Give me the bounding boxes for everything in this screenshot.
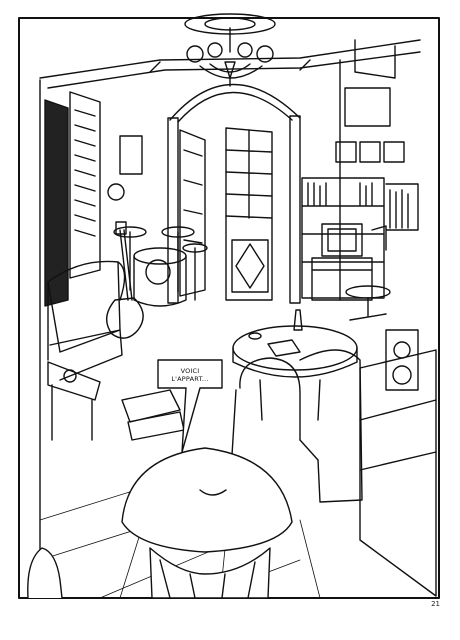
speaker: [385, 329, 419, 391]
wall-frame-small-2: [359, 141, 381, 163]
side-table: [47, 361, 101, 441]
wall-frame-left: [119, 135, 143, 175]
left-window-shutters: [44, 91, 101, 307]
arched-doorway: [167, 83, 301, 304]
ceiling-edge: [39, 39, 421, 79]
electric-guitar: [106, 221, 144, 339]
speech-line-1: VOICI: [180, 367, 200, 375]
bookshelf: [301, 177, 419, 299]
coffee-table: [232, 309, 358, 421]
computer-desk: [311, 223, 387, 301]
sofa: [47, 260, 126, 381]
drum-kit: [113, 226, 208, 307]
glass-door: [225, 127, 273, 301]
hand: [27, 547, 63, 599]
wall-clock: [107, 183, 125, 201]
wall-frame-small-1: [335, 141, 357, 163]
stereo-cabinet: [359, 329, 437, 597]
desk-chair: [345, 285, 391, 321]
wall-frame-small-3: [383, 141, 405, 163]
chandelier: [186, 27, 274, 87]
floor-books: [121, 389, 185, 441]
foreground-character: [121, 447, 293, 599]
ceiling-molding: [47, 51, 421, 89]
speech-line-2: L'APPART...: [171, 375, 209, 383]
speech-bubble: [157, 359, 223, 453]
armchair: [231, 349, 363, 503]
page-number: 21: [431, 600, 440, 608]
open-door: [179, 129, 206, 297]
wall-frame-large: [344, 87, 391, 127]
ceiling-beam: [354, 39, 396, 79]
speech-bubble-text: VOICI L'APPART...: [165, 367, 215, 383]
